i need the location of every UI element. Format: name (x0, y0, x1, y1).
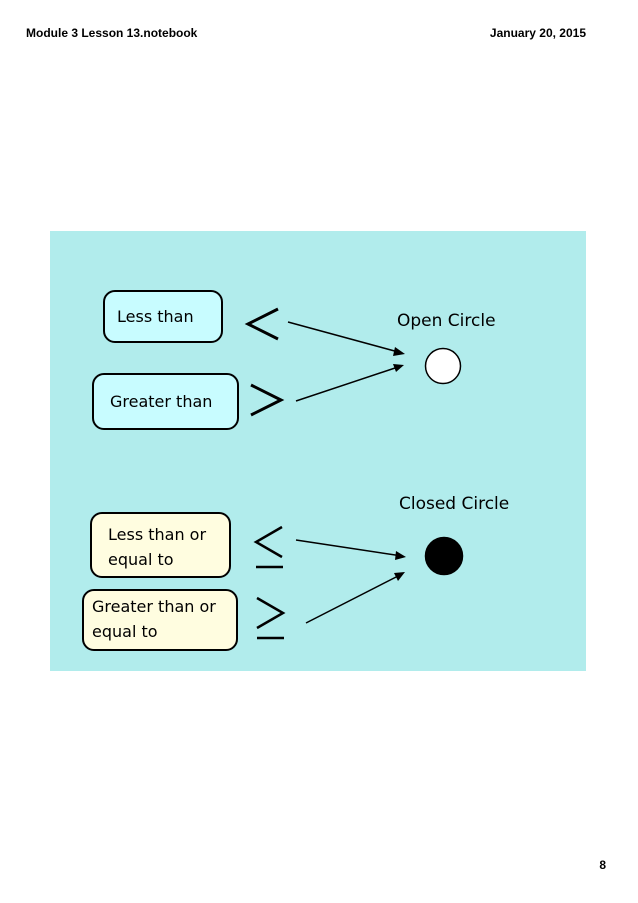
greater-equal-text-line2: equal to (92, 622, 158, 641)
greater-than-text: Greater than (110, 392, 213, 411)
closed-circle (424, 536, 464, 576)
less-equal-label: Less than or equal to (90, 512, 231, 578)
less-than-symbol (244, 307, 279, 341)
greater-equal-label: Greater than or equal to (82, 589, 238, 651)
greater-than-symbol (250, 383, 285, 417)
greater-equal-text-line1: Greater than or (92, 597, 216, 616)
open-circle (424, 347, 462, 385)
greater-equal-symbol (256, 596, 286, 640)
arrow-less-than-to-open (287, 321, 405, 356)
arrow-greater-than-to-open (295, 364, 404, 402)
open-circle-caption: Open Circle (397, 311, 496, 331)
arrow-less-equal-to-closed (295, 539, 406, 560)
less-than-text: Less than (117, 307, 194, 326)
notebook-title: Module 3 Lesson 13.notebook (26, 26, 198, 40)
less-equal-text-line2: equal to (108, 550, 174, 569)
arrow-greater-equal-to-closed (305, 572, 405, 624)
closed-circle-caption: Closed Circle (399, 494, 510, 514)
less-than-label: Less than (103, 290, 223, 343)
page-date: January 20, 2015 (489, 26, 586, 40)
slide-panel: Less than Greater than Less than or equa… (50, 231, 586, 671)
greater-than-label: Greater than (92, 373, 239, 430)
page-number: 8 (599, 858, 606, 872)
less-equal-symbol (253, 525, 283, 569)
less-equal-text-line1: Less than or (108, 525, 207, 544)
